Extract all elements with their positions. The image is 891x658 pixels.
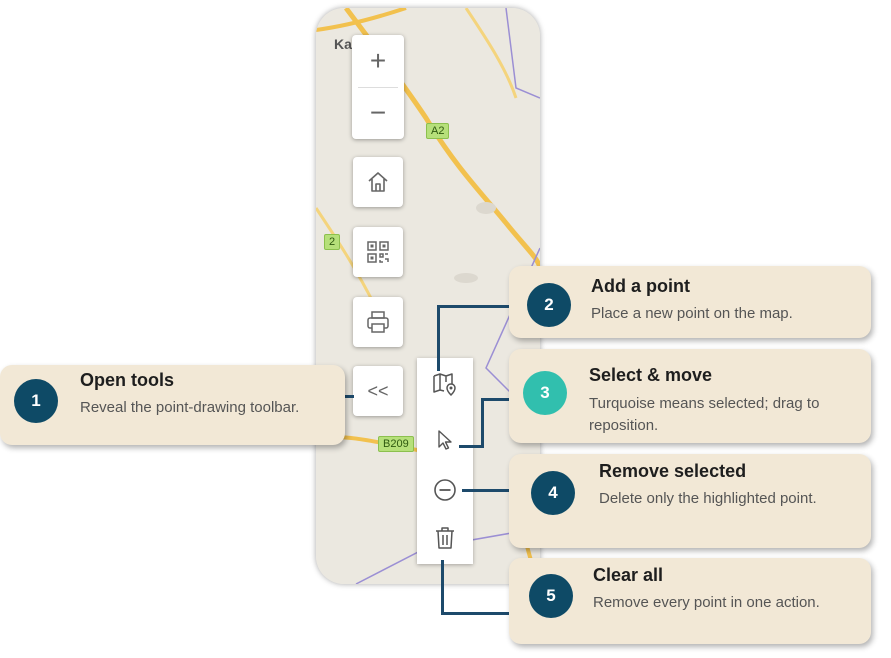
step-badge-5: 5 — [529, 574, 573, 618]
point-drawing-toolbar — [417, 358, 473, 564]
callout-description: Remove every point in one action. — [593, 594, 820, 611]
qr-code-icon — [367, 241, 389, 263]
step-badge-1: 1 — [14, 379, 58, 423]
qr-code-button[interactable] — [353, 227, 403, 277]
callout-clear-all: 5 Clear all Remove every point in one ac… — [509, 558, 871, 644]
open-tools-button[interactable]: << — [353, 366, 403, 416]
callout-description: Place a new point on the map. — [591, 305, 793, 322]
connector-3-top — [481, 398, 511, 401]
select-move-tool[interactable] — [425, 420, 465, 460]
add-point-tool[interactable] — [425, 364, 465, 404]
print-icon — [367, 311, 389, 333]
zoom-control: + − — [352, 35, 404, 139]
clear-all-tool[interactable] — [425, 518, 465, 558]
connector-2-horizontal — [437, 305, 511, 308]
road-badge-b209: B209 — [378, 436, 414, 452]
trash-icon — [436, 527, 454, 549]
connector-2-vertical — [437, 305, 440, 371]
road-badge-a2: A2 — [426, 123, 450, 139]
home-button[interactable] — [353, 157, 403, 207]
connector-4 — [462, 489, 511, 492]
callout-title: Clear all — [593, 565, 664, 585]
remove-selected-tool[interactable] — [425, 470, 465, 510]
connector-5-horizontal — [441, 612, 511, 615]
home-icon — [368, 172, 388, 192]
step-badge-2: 2 — [527, 283, 571, 327]
road-badge-2: 2 — [324, 234, 341, 250]
callout-title: Open tools — [80, 370, 174, 390]
connector-3-horizontal — [459, 445, 483, 448]
remove-selected-icon — [434, 479, 456, 501]
callout-description: Turquoise means selected; drag to reposi… — [589, 395, 820, 434]
zoom-out-button[interactable]: − — [369, 97, 387, 128]
connector-3-vertical — [481, 398, 484, 448]
step-badge-3: 3 — [523, 371, 567, 415]
cursor-icon — [438, 430, 452, 450]
zoom-divider — [358, 87, 398, 88]
callout-title: Add a point — [591, 276, 690, 296]
callout-title: Select & move — [589, 365, 713, 385]
callout-description: Reveal the point-drawing toolbar. — [80, 399, 300, 416]
callout-select-move: 3 Select & move Turquoise means selected… — [509, 349, 871, 443]
zoom-in-button[interactable]: + — [369, 45, 387, 76]
callout-description: Delete only the highlighted point. — [599, 490, 817, 507]
callout-add-point: 2 Add a point Place a new point on the m… — [509, 266, 871, 338]
callout-remove-selected: 4 Remove selected Delete only the highli… — [509, 454, 871, 548]
add-point-icon — [433, 373, 456, 397]
print-button[interactable] — [353, 297, 403, 347]
map-place-label: Ka — [334, 36, 352, 52]
callout-open-tools: 1 Open tools Reveal the point-drawing to… — [0, 365, 345, 445]
step-badge-4: 4 — [531, 471, 575, 515]
connector-5-vertical — [441, 560, 444, 615]
callout-title: Remove selected — [599, 461, 747, 481]
